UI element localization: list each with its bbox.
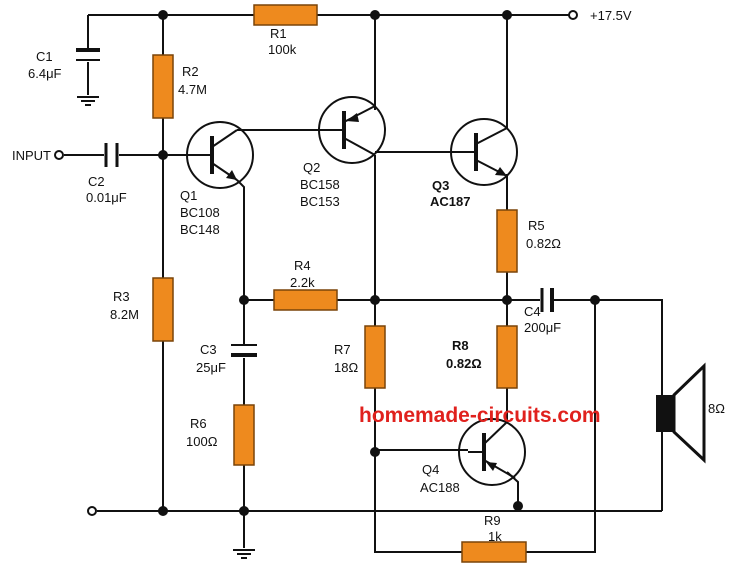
r7-ref: R7 [334, 342, 351, 357]
resistor-r1 [253, 4, 318, 26]
c2-ref: C2 [88, 174, 105, 189]
resistor-r3 [152, 277, 174, 342]
resistor-r5 [496, 209, 518, 273]
c2-value: 0.01μF [86, 190, 127, 205]
r4-value: 2.2k [290, 275, 315, 290]
r1-ref: R1 [270, 26, 287, 41]
q1-ref: Q1 [180, 188, 197, 203]
speaker-icon [656, 362, 706, 464]
speaker-value: 8Ω [708, 401, 725, 416]
c4-value: 200μF [524, 320, 561, 335]
transistor-q3 [450, 118, 518, 186]
c1-ref: C1 [36, 49, 53, 64]
resistor-r2 [152, 54, 174, 119]
capacitor-c1 [76, 48, 100, 61]
resistor-r8 [496, 325, 518, 389]
q3-part1: AC187 [430, 194, 470, 209]
watermark-text: homemade-circuits.com [359, 404, 601, 427]
r9-loop-wire [374, 300, 596, 553]
junction-dots [158, 10, 600, 516]
r7-value: 18Ω [334, 360, 358, 375]
r5-value: 0.82Ω [526, 236, 561, 251]
q4-ref: Q4 [422, 462, 439, 477]
r9-value: 1k [488, 529, 502, 544]
r4-ref: R4 [294, 258, 311, 273]
r2-ref: R2 [182, 64, 199, 79]
r6-value: 100Ω [186, 434, 218, 449]
supply-terminal[interactable] [568, 10, 578, 20]
c1-ground-icon [76, 96, 100, 106]
transistor-q4 [458, 418, 526, 486]
resistor-r9 [461, 541, 527, 563]
input-terminal[interactable] [54, 150, 64, 160]
transistor-q2 [318, 96, 386, 164]
c1-value: 6.4μF [28, 66, 62, 81]
r2-value: 4.7M [178, 82, 207, 97]
r6-ref: R6 [190, 416, 207, 431]
q3-ref: Q3 [432, 178, 449, 193]
q2-part2: BC153 [300, 194, 340, 209]
supply-label: +17.5V [590, 8, 632, 23]
resistor-r7 [364, 325, 386, 389]
c3-value: 25μF [196, 360, 226, 375]
q2-ref: Q2 [303, 160, 320, 175]
r1-value: 100k [268, 42, 297, 57]
resistors [152, 4, 527, 563]
q1-part1: BC108 [180, 205, 220, 220]
r5-ref: R5 [528, 218, 545, 233]
r3-value: 8.2M [110, 307, 139, 322]
resistor-r6 [233, 404, 255, 466]
q4-part1: AC188 [420, 480, 460, 495]
ground-terminal[interactable] [87, 506, 97, 516]
c4-ref: C4 [524, 304, 541, 319]
capacitor-c3 [231, 344, 257, 357]
c3-ref: C3 [200, 342, 217, 357]
capacitor-c2 [104, 143, 119, 167]
q1-emitter-wire [236, 179, 245, 548]
resistor-r4 [273, 289, 338, 311]
q2-part1: BC158 [300, 177, 340, 192]
capacitor-c4 [540, 288, 554, 312]
main-ground-icon [232, 549, 256, 559]
r3-ref: R3 [113, 289, 130, 304]
r9-ref: R9 [484, 513, 501, 528]
input-label: INPUT [12, 148, 51, 163]
r8-ref: R8 [452, 338, 469, 353]
transistor-q1 [186, 121, 254, 189]
q1-part2: BC148 [180, 222, 220, 237]
r8-value: 0.82Ω [446, 356, 482, 371]
